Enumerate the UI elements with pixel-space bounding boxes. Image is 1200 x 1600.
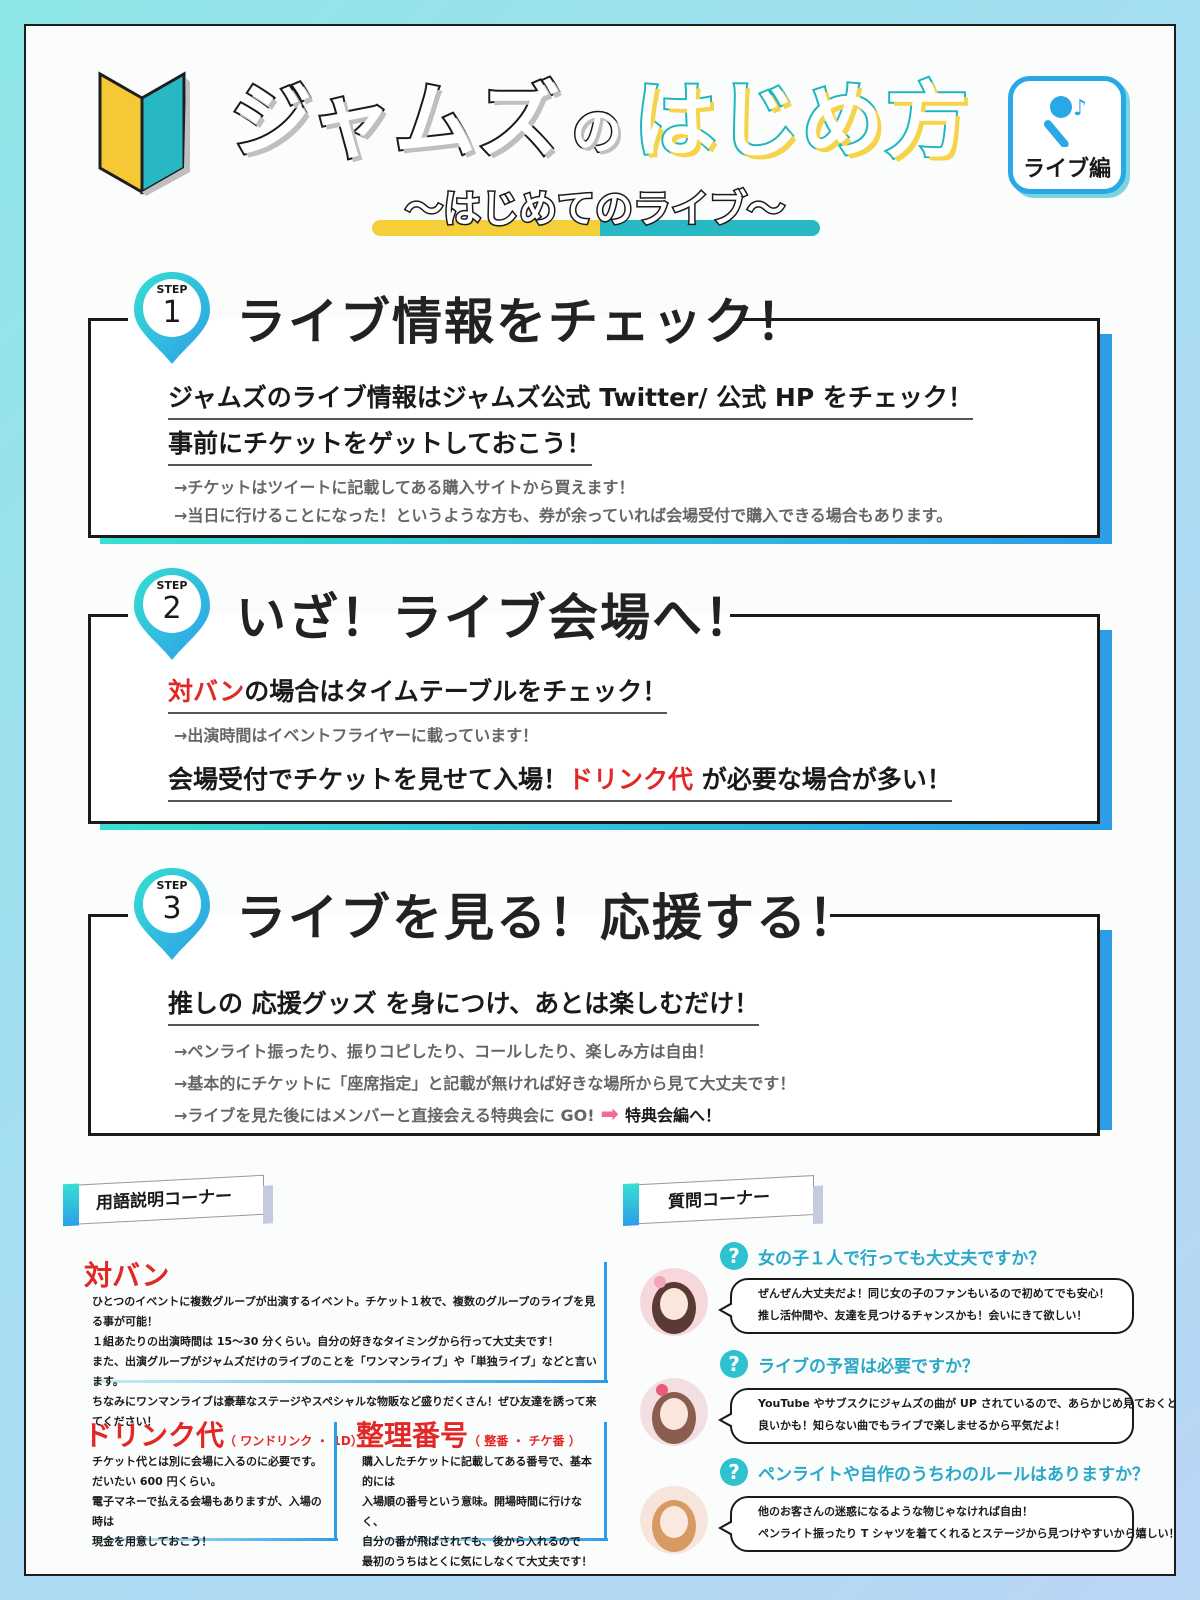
subtitle-underline-yellow (372, 220, 607, 236)
step-2-number: 2 (162, 591, 182, 626)
qa-answer-2-line-1: YouTube やサブスクにジャムズの曲が UP されているので、あらかじめ見て… (758, 1397, 1178, 1410)
question-icon: ? (720, 1350, 748, 1378)
step-1-topline-left (88, 318, 128, 321)
step-2-lead-2: 会場受付でチケットを見せて入場！ドリンク代 が必要な場合が多い！ (168, 760, 952, 802)
term-drink-title-text: ドリンク代 (84, 1419, 225, 1452)
step-1-note-1: →チケットはツイートに記載してある購入サイトから買えます！ (174, 478, 635, 497)
step-1-number: 1 (162, 295, 182, 330)
term-seiri-line: 購入したチケットに記載してある番号で、基本的には (362, 1455, 592, 1488)
term-seiri-sub: （ 整番 ・ チケ番 ） (468, 1434, 581, 1448)
qa-question-3: ペンライトや自作のうちわのルールはありますか？ (758, 1465, 1149, 1485)
beginner-mark-icon (98, 71, 190, 196)
step-3-topline-left (88, 914, 128, 917)
term-seiri-line: 最初のうちはとくに気にしなくて大丈夫です！ (362, 1555, 593, 1568)
arrow-right-icon: ➡ (600, 1102, 619, 1127)
step-1-topline-right (740, 318, 1100, 321)
qa-answer-2-line-2: 良いかも！知らない曲でもライブで楽しませるから平気だよ！ (758, 1419, 1066, 1432)
term-taiban-title: 対バン (84, 1259, 170, 1292)
step-3-note-3: →ライブを見た後にはメンバーと直接会える特典会に GO! ➡ 特典会編へ！ (174, 1102, 721, 1127)
qa-answer-bubble-2: YouTube やサブスクにジャムズの曲が UP されているので、あらかじめ見て… (718, 1388, 1178, 1444)
step-1-label: STEP (156, 283, 188, 296)
member-avatar (640, 1486, 708, 1554)
term-drink-line: だいたい 600 円くらい。 (92, 1475, 222, 1488)
term-drink-body: チケット代とは別に会場に入るのに必要です。 だいたい 600 円くらい。 電子マ… (92, 1452, 332, 1552)
qa-question-2: ライブの予習は必要ですか？ (758, 1357, 979, 1377)
step-3-title: ライブを見る！応援する！ (236, 889, 860, 947)
step-2-title: いざ！ライブ会場へ！ (236, 589, 756, 647)
member-avatar (640, 1268, 708, 1336)
badge-label: ライブ編 (1022, 157, 1111, 182)
qa-answer-3-line-2: ペンライト振ったり T シャツを着てくれるとステージから見つけやすいから嬉しい！ (758, 1527, 1180, 1540)
step-2-box (88, 614, 1100, 824)
term-seiri-title-text: 整理番号 (356, 1419, 469, 1452)
qa-answer-1-line-2: 推し活仲間や、友達を見つけるチャンスかも！会いにきて欲しい！ (758, 1309, 1088, 1322)
step-3-label: STEP (156, 879, 188, 892)
term-drink-hline (94, 1538, 338, 1541)
term-drink-vline (334, 1422, 337, 1540)
term-drink-title: ドリンク代（ ワンドリンク ・ 1D） (84, 1414, 363, 1454)
step-3-lead-1: 推しの 応援グッズ を身につけ、あとは楽しむだけ！ (168, 984, 760, 1026)
svg-text:♪: ♪ (1073, 96, 1087, 121)
qa-answer-3-line-1: 他のお客さんの迷惑になるような物じゃなければ自由！ (758, 1505, 1033, 1518)
term-taiban-line: また、出演グループがジャムズだけのライブのことを「ワンマンライブ」や「単独ライブ… (92, 1355, 597, 1388)
step-3-pin-icon (134, 868, 210, 960)
term-taiban-line: ちなみにワンマンライブは豪華なステージやスペシャルな物販など盛りだくさん！ぜひ友… (92, 1395, 597, 1428)
step-1-lead-2: 事前にチケットをゲットしておこう！ (168, 424, 592, 466)
term-drink-line: チケット代とは別に会場に入るのに必要です。 (92, 1455, 322, 1468)
step-2-lead-1-rest: の場合はタイムテーブルをチェック！ (244, 677, 668, 706)
step-3-note-1: →ペンライト振ったり、振りコピしたり、コールしたり、楽しみ方は自由！ (174, 1042, 714, 1061)
step-1-pin-icon (134, 272, 210, 364)
term-taiban-line: １組あたりの出演時間は 15〜30 分くらい。自分の好きなタイミングから行って大… (92, 1335, 559, 1348)
question-icon: ? (720, 1242, 748, 1270)
term-taiban-body: ひとつのイベントに複数グループが出演するイベント。チケット１枚で、複数のグループ… (92, 1292, 602, 1432)
member-avatar (640, 1378, 708, 1446)
term-drink-line: 現金を用意しておこう！ (92, 1535, 213, 1548)
step-2-lead-1: 対バンの場合はタイムテーブルをチェック！ (168, 672, 668, 714)
term-taiban-line: ひとつのイベントに複数グループが出演するイベント。チケット１枚で、複数のグループ… (92, 1295, 596, 1328)
live-edition-badge: ♪ ライブ編 (1008, 76, 1126, 194)
term-seiri-hline (362, 1538, 608, 1541)
taiban-highlight: 対バン (168, 677, 245, 706)
qa-answer-bubble-1: ぜんぜん大丈夫だよ！同じ女の子のファンもいるので初めてでも安心！ 推し活仲間や、… (718, 1278, 1134, 1334)
step-2-topline-left (88, 614, 128, 617)
qa-answer-bubble-3: 他のお客さんの迷惑になるような物じゃなければ自由！ ペンライト振ったり T シャ… (718, 1496, 1180, 1552)
step-3-number: 3 (162, 891, 182, 926)
term-seiri-line: 自分の番が飛ばされても、後から入れるので (362, 1535, 581, 1548)
step-1-title: ライブ情報をチェック！ (236, 293, 808, 351)
step-2-lead-2-a: 会場受付でチケットを見せて入場！ (168, 765, 569, 794)
step-3-topline-right (830, 914, 1100, 917)
term-seiri-title: 整理番号（ 整番 ・ チケ番 ） (356, 1414, 581, 1454)
subtitle: 〜はじめてのライブ〜 (403, 186, 786, 233)
step-2-label: STEP (156, 579, 188, 592)
term-taiban-vline (604, 1262, 607, 1382)
tokutenkai-link[interactable]: 特典会編へ！ (624, 1106, 721, 1125)
microphone-icon: ♪ (1043, 96, 1087, 147)
step-2-pin-icon (134, 568, 210, 660)
step-3-note-2: →基本的にチケットに「座席指定」と記載が無ければ好きな場所から見て大丈夫です！ (174, 1074, 796, 1093)
step-1-box (88, 318, 1100, 538)
term-drink-line: 電子マネーで払える会場もありますが、入場の時は (92, 1495, 322, 1528)
title-no: の (570, 102, 624, 163)
term-drink-sub: （ ワンドリンク ・ 1D） (224, 1434, 363, 1448)
step-3-note-3-a: →ライブを見た後にはメンバーと直接会える特典会に GO! (174, 1106, 595, 1125)
term-seiri-line: 入場順の番号という意味。開場時間に行けなく、 (362, 1495, 582, 1528)
drink-highlight: ドリンク代 (568, 765, 694, 794)
term-seiri-body: 購入したチケットに記載してある番号で、基本的には 入場順の番号という意味。開場時… (362, 1452, 602, 1572)
step-1-lead-1: ジャムズのライブ情報はジャムズ公式 Twitter/ 公式 HP をチェック！ (168, 378, 973, 420)
step-2-lead-2-b: が必要な場合が多い！ (701, 765, 952, 794)
title-jamz: ジャムズ (228, 72, 562, 171)
step-1-note-2: →当日に行けることになった！というような方も、券が余っていれば会場受付で購入でき… (174, 506, 953, 525)
question-icon: ? (720, 1458, 748, 1486)
qa-answer-1-line-1: ぜんぜん大丈夫だよ！同じ女の子のファンもいるので初めてでも安心！ (758, 1287, 1110, 1300)
page-title: ジャムズのはじめ方 (228, 62, 970, 182)
title-hajimekata: はじめ方 (632, 72, 970, 171)
term-seiri-vline (604, 1422, 607, 1540)
subtitle-underline-teal (600, 220, 820, 236)
qa-question-1: 女の子１人で行っても大丈夫ですか？ (758, 1249, 1046, 1269)
step-2-topline-right (730, 614, 1100, 617)
step-2-note-1: →出演時間はイベントフライヤーに載っています！ (174, 726, 539, 745)
term-taiban-hline (94, 1380, 608, 1383)
